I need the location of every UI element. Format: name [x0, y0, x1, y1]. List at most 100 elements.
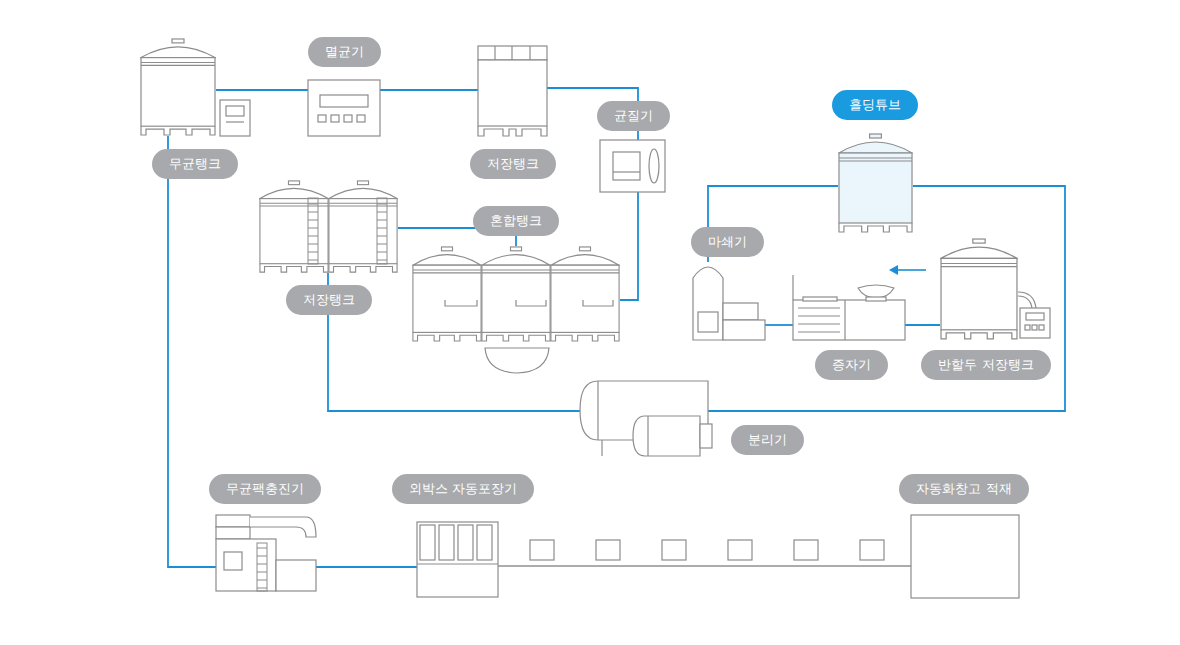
- conveyor-box: [794, 540, 818, 560]
- packer: [417, 522, 498, 597]
- label-pill: 마쇄기: [691, 227, 764, 257]
- equipment-part: [792, 275, 793, 300]
- equipment-part: [803, 297, 837, 301]
- grinder: [693, 267, 723, 340]
- label-pill: 분리기: [731, 425, 804, 455]
- flow-line-path: [216, 89, 308, 91]
- label-pill: 균질기: [597, 101, 670, 131]
- label-pill: 반할두 저장탱크: [921, 350, 1050, 380]
- equipment-part: [723, 303, 758, 320]
- equipment-part: [613, 152, 640, 180]
- equipment-part: [216, 527, 250, 539]
- equipment-part: [649, 149, 659, 183]
- equipment-part: [798, 323, 840, 324]
- equipment-node: 외박스 자동포장기: [417, 522, 498, 597]
- label-pill: 흘딩튜브: [832, 90, 918, 120]
- filler: [216, 515, 250, 527]
- sterilizer: [308, 80, 380, 136]
- equipment-part: [224, 552, 242, 570]
- direction-arrow: [896, 269, 926, 271]
- storage-tank: [941, 239, 1017, 339]
- equipment-node: 무균탱크: [140, 38, 216, 136]
- label-pill: 저장탱크: [470, 149, 556, 179]
- storage-tank: [329, 181, 397, 272]
- equipment-node: 저장탱크: [478, 46, 547, 136]
- equipment-part: [331, 115, 339, 122]
- control-panel: [220, 100, 250, 136]
- mixer-pipe: [445, 300, 613, 306]
- conveyor-box: [662, 540, 686, 560]
- flow-line-path: [620, 192, 638, 300]
- equipment-part: [226, 121, 244, 122]
- equipment-part: [439, 525, 454, 560]
- mixing-tank: [551, 247, 619, 341]
- equipment-part: [494, 46, 495, 60]
- label-pill: 증자기: [815, 350, 888, 380]
- equipment-part: [601, 440, 602, 456]
- label-pill: 무균팩충진기: [209, 474, 321, 504]
- equipment-part: [1025, 325, 1030, 330]
- equipment-part: [698, 312, 718, 332]
- equipment-part: [866, 297, 886, 301]
- mixing-tank: [413, 247, 481, 341]
- equipment-node: 마쇄기: [693, 262, 765, 340]
- equipment-part: [798, 331, 840, 332]
- equipment-part: [1039, 325, 1044, 330]
- control-panel: [1020, 308, 1050, 338]
- flow-line: [316, 567, 417, 568]
- equipment-part: [858, 285, 894, 298]
- equipment-part: [1018, 296, 1032, 308]
- equipment-part: [798, 307, 840, 308]
- equipment-part: [250, 517, 316, 537]
- flow-line: [380, 90, 478, 91]
- equipment-part: [1026, 313, 1044, 320]
- equipment-part: [276, 560, 316, 591]
- mixing-tank: [482, 247, 550, 341]
- conveyor-box: [530, 540, 554, 560]
- equipment-part: [478, 126, 547, 136]
- equipment-part: [597, 381, 598, 440]
- equipment-part: [529, 46, 530, 60]
- storage-tank: [260, 181, 328, 272]
- equipment-part: [257, 543, 267, 591]
- equipment-part: [344, 115, 352, 122]
- equipment-part: [417, 563, 498, 564]
- mixing-bowl: [485, 348, 549, 373]
- label-pill: 자동화창고 적재: [899, 474, 1028, 504]
- equipment-node: 멸균기: [308, 80, 380, 136]
- flow-line: [498, 566, 911, 567]
- steamer: [793, 300, 905, 340]
- equipment-part: [798, 315, 840, 316]
- equipment-node: 자동화창고 적재: [911, 515, 1019, 598]
- storage-tank: [478, 46, 547, 60]
- flow-line: [216, 90, 308, 91]
- equipment-node: 균질기: [600, 140, 665, 192]
- equipment-part: [420, 525, 435, 560]
- arrow-head: [889, 265, 898, 275]
- equipment-part: [318, 115, 326, 122]
- warehouse: [911, 515, 1019, 598]
- equipment-part: [226, 106, 244, 116]
- flow-line: [905, 325, 940, 326]
- label-pill: 외박스 자동포장기: [392, 474, 534, 504]
- equipment-part: [633, 416, 700, 456]
- equipment-part: [320, 95, 368, 107]
- flow-line-path: [380, 89, 478, 91]
- conveyor: [498, 565, 911, 566]
- flow-line-path: [905, 324, 940, 326]
- conveyor-box: [596, 540, 620, 560]
- label-pill: 저장탱크: [286, 285, 372, 315]
- equipment-node: 무균팩충진기: [216, 515, 316, 591]
- conveyor-box: [860, 540, 884, 560]
- flow-line: [620, 192, 638, 300]
- equipment-part: [723, 320, 765, 340]
- equipment-node: 증자기: [793, 275, 905, 340]
- flow-line-path: [765, 324, 793, 326]
- equipment-node: 흘딩튜브: [838, 133, 913, 233]
- flow-line-path: [498, 565, 911, 566]
- equipment-node: 혼합탱크: [412, 246, 620, 342]
- equipment-part: [477, 525, 492, 560]
- equipment-part: [458, 525, 473, 560]
